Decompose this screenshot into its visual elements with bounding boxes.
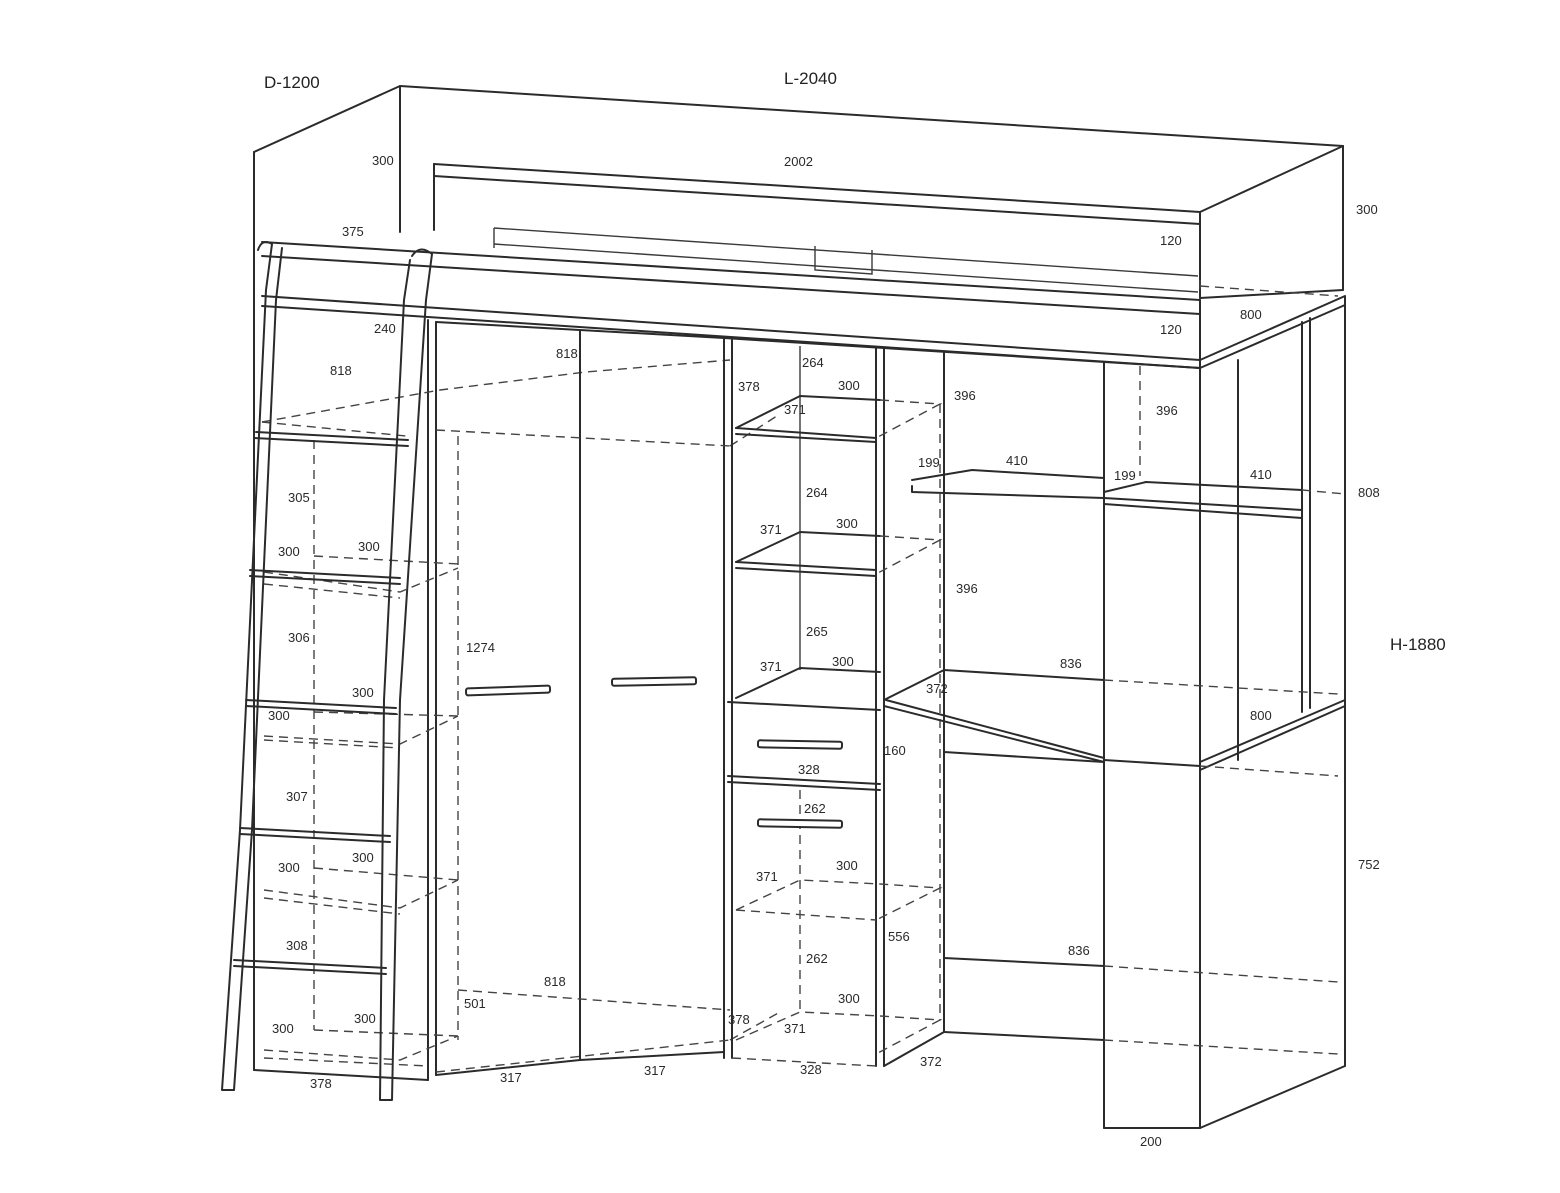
dim-desk-right-depth: 800: [1250, 708, 1272, 723]
dim-drawer-width: 328: [798, 762, 820, 777]
dimension-labels: D-1200 L-2040 H-1880 300 2002 300 375 12…: [264, 69, 1446, 1149]
dim-guard-height-left: 300: [372, 153, 394, 168]
dim-door-left: 317: [500, 1070, 522, 1085]
dim-shelf-depth-4b: 300: [354, 1011, 376, 1026]
dim-column-base-side: 372: [920, 1054, 942, 1069]
dim-column-shelf-depth-1: 300: [838, 378, 860, 393]
dim-column-depth-2: 371: [760, 522, 782, 537]
dim-gap-4: 308: [286, 938, 308, 953]
desk-area: [883, 280, 1346, 1129]
dim-leg-width: 200: [1140, 1134, 1162, 1149]
ladder[interactable]: [221, 241, 433, 1101]
dim-column-shelf-depth-5: 300: [838, 991, 860, 1006]
wardrobe-left-door-handle[interactable]: [464, 684, 552, 697]
dim-column-depth-4: 371: [756, 869, 778, 884]
dim-column-top-side: 378: [738, 379, 760, 394]
dim-wardrobe-bottom-width: 818: [544, 974, 566, 989]
dim-wardrobe-top-width: 818: [556, 346, 578, 361]
dim-shelf-depth-3b: 300: [352, 850, 374, 865]
dim-desk-right-shelf-width: 410: [1250, 467, 1272, 482]
wardrobe-right-door-handle[interactable]: [610, 676, 698, 687]
dim-top-shelf-depth: 240: [374, 321, 396, 336]
dim-shelf-depth-4a: 300: [272, 1021, 294, 1036]
dim-column-lower-gap-2: 262: [806, 951, 828, 966]
dim-column-depth-5: 371: [784, 1021, 806, 1036]
dim-column-shelf-depth-4: 300: [836, 858, 858, 873]
dim-column-shelf-depth-3: 300: [832, 654, 854, 669]
dim-ladder-bottom-width: 378: [310, 1076, 332, 1091]
dim-column-top-gap: 264: [802, 355, 824, 370]
dim-desk-width: 836: [1060, 656, 1082, 671]
dim-desk-right-shelf-depth: 199: [1114, 468, 1136, 483]
dim-gap-1: 305: [288, 490, 310, 505]
dim-wardrobe-side-depth: 378: [728, 1012, 750, 1027]
overall-depth-label: D-1200: [264, 73, 320, 92]
bed-guard-rails: [253, 85, 1344, 299]
dim-ladder-shelf-width: 818: [330, 363, 352, 378]
dim-rail-lower: 120: [1160, 322, 1182, 337]
dim-side-height-upper: 808: [1358, 485, 1380, 500]
dim-column-low-gap: 265: [806, 624, 828, 639]
dim-column-lower-height: 556: [888, 929, 910, 944]
dim-side-height-lower: 752: [1358, 857, 1380, 872]
dim-desk-upper-height: 396: [954, 388, 976, 403]
dim-guard-length: 2002: [784, 154, 813, 169]
bed-frame: [261, 241, 1346, 701]
dim-desk-shelf-width: 410: [1006, 453, 1028, 468]
dim-desk-right-height: 396: [1156, 403, 1178, 418]
dim-drawer-height: 160: [884, 743, 906, 758]
dim-shelf-depth-1a: 300: [278, 544, 300, 559]
dim-shelf-depth-2a: 300: [268, 708, 290, 723]
dim-guard-height-right: 300: [1356, 202, 1378, 217]
dim-wardrobe-inner-depth: 501: [464, 996, 486, 1011]
dim-ladder-gap: 375: [342, 224, 364, 239]
dim-gap-3: 307: [286, 789, 308, 804]
dim-wardrobe-height: 1274: [466, 640, 495, 655]
dim-shelf-depth-2b: 300: [352, 685, 374, 700]
dim-desk-base-width: 836: [1068, 943, 1090, 958]
dim-rail-upper: 120: [1160, 233, 1182, 248]
dim-shelf-depth-3a: 300: [278, 860, 300, 875]
ladder-side-panel: [253, 244, 731, 1081]
dim-column-base-width: 328: [800, 1062, 822, 1077]
wardrobe: [435, 321, 781, 1076]
dim-gap-2: 306: [288, 630, 310, 645]
overall-length-label: L-2040: [784, 69, 837, 88]
dim-bed-depth: 800: [1240, 307, 1262, 322]
dim-desk-shelf-depth: 199: [918, 455, 940, 470]
lower-drawer-handle[interactable]: [756, 818, 844, 829]
dim-column-depth-1: 371: [784, 402, 806, 417]
dim-column-shelf-depth-2: 300: [836, 516, 858, 531]
dim-column-depth-3: 371: [760, 659, 782, 674]
overall-height-label: H-1880: [1390, 635, 1446, 654]
dim-column-lower-gap-1: 262: [804, 801, 826, 816]
upper-drawer-handle[interactable]: [756, 739, 844, 750]
dim-desk-depth: 372: [926, 681, 948, 696]
shelf-column: [723, 337, 945, 1067]
dim-desk-lower-height: 396: [956, 581, 978, 596]
dim-shelf-depth-1b: 300: [358, 539, 380, 554]
dim-column-mid-gap: 264: [806, 485, 828, 500]
dim-door-right: 317: [644, 1063, 666, 1078]
